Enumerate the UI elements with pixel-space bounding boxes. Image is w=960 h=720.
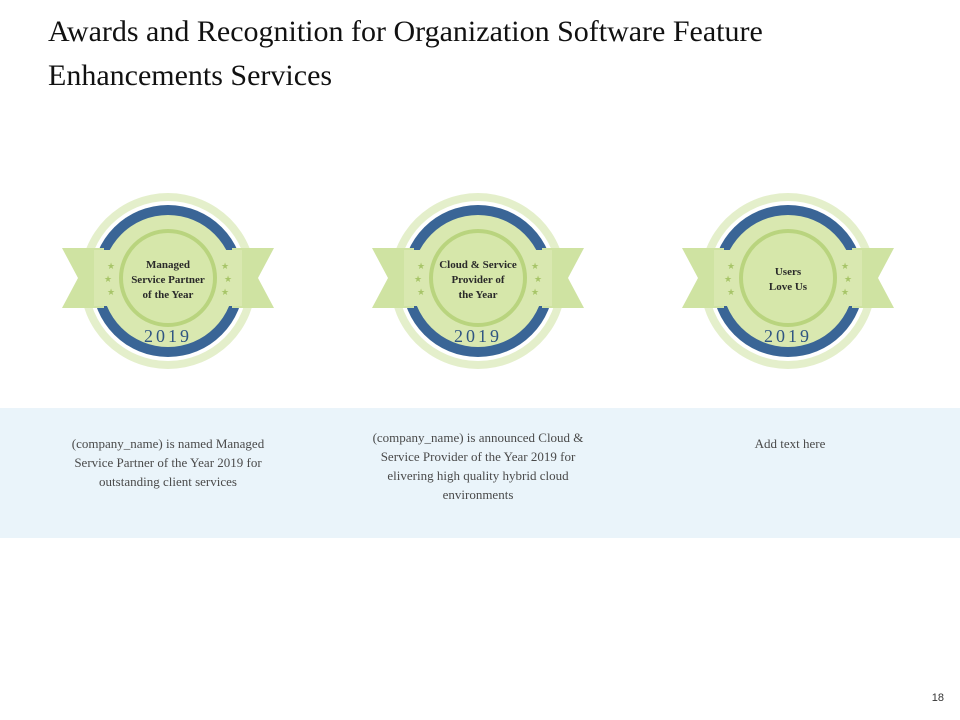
award-badge-graphic: ★ ★ ★ ★ ★ ★ 2019 — [372, 193, 584, 369]
star-icon: ★ — [221, 262, 229, 272]
star-icon: ★ — [844, 275, 852, 285]
award-badge-1: ★ ★ ★ ★ ★ ★ 2019 Managed Service Partner… — [58, 186, 278, 376]
star-icon: ★ — [841, 288, 849, 298]
award-badge-2: ★ ★ ★ ★ ★ ★ 2019 Cloud & Service Provide… — [368, 186, 588, 376]
star-icon-group: ★ ★ ★ ★ ★ ★ — [104, 262, 232, 298]
award-title: Managed Service Partner of the Year — [131, 258, 205, 301]
award-year: 2019 — [764, 326, 812, 346]
description-band — [0, 408, 960, 538]
award-description-1: (company_name) is named Managed Service … — [71, 436, 265, 489]
award-badge-graphic: ★ ★ ★ ★ ★ ★ 2019 — [682, 193, 894, 369]
award-description-2: (company_name) is announced Cloud & Serv… — [372, 430, 584, 502]
ribbon-right-tail — [542, 248, 584, 308]
star-icon: ★ — [727, 288, 735, 298]
award-title: Cloud & Service Provider of the Year — [439, 258, 517, 301]
star-icon: ★ — [221, 288, 229, 298]
slide-title: Awards and Recognition for Organization … — [48, 15, 763, 92]
award-year: 2019 — [144, 326, 192, 346]
star-icon: ★ — [531, 262, 539, 272]
ribbon-right-tail — [232, 248, 274, 308]
award-title: Users Love Us — [768, 266, 808, 293]
award-year: 2019 — [454, 326, 502, 346]
star-icon: ★ — [104, 275, 112, 285]
award-badge-3: ★ ★ ★ ★ ★ ★ 2019 Users Love Us — [678, 186, 898, 376]
star-icon: ★ — [417, 262, 425, 272]
star-icon: ★ — [414, 275, 422, 285]
star-icon: ★ — [224, 275, 232, 285]
ribbon-left-tail — [682, 248, 724, 308]
star-icon: ★ — [724, 275, 732, 285]
ribbon-left-tail — [372, 248, 414, 308]
badge-center-medallion — [429, 229, 527, 327]
star-icon: ★ — [107, 262, 115, 272]
page-number: 18 — [931, 692, 944, 704]
star-icon-group: ★ ★ ★ ★ ★ ★ — [414, 262, 542, 298]
star-icon: ★ — [841, 262, 849, 272]
badge-center-medallion — [739, 229, 837, 327]
star-icon: ★ — [417, 288, 425, 298]
star-icon-group: ★ ★ ★ ★ ★ ★ — [724, 262, 852, 298]
star-icon: ★ — [727, 262, 735, 272]
badge-center-medallion — [119, 229, 217, 327]
award-badge-graphic: ★ ★ ★ ★ ★ ★ 2019 — [62, 193, 274, 369]
star-icon: ★ — [531, 288, 539, 298]
star-icon: ★ — [107, 288, 115, 298]
award-description-3: Add text here — [754, 436, 826, 451]
ribbon-right-tail — [852, 248, 894, 308]
star-icon: ★ — [534, 275, 542, 285]
ribbon-left-tail — [62, 248, 104, 308]
